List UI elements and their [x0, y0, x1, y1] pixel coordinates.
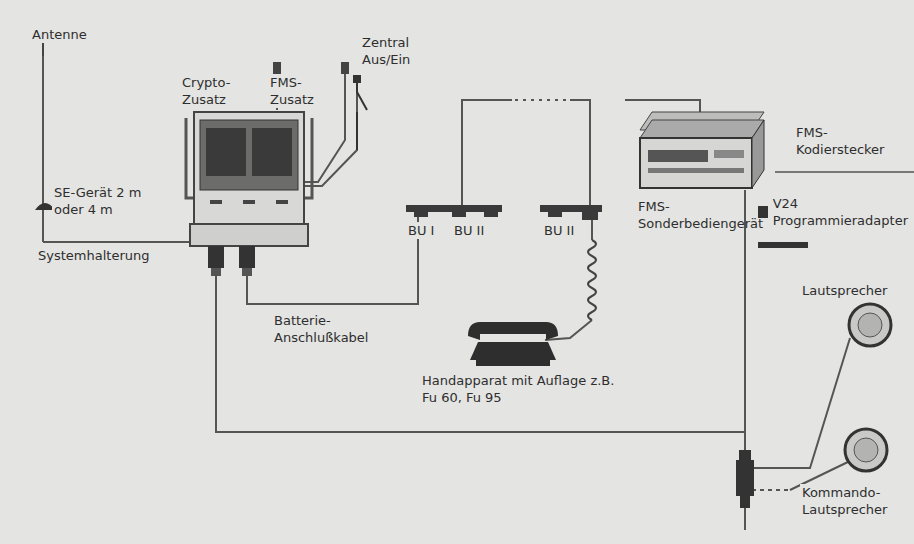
antenna-label: Antenne	[30, 26, 89, 43]
socket-label: BU II	[542, 222, 576, 239]
cable-label: Batterie-Anschlußkabel	[272, 312, 386, 346]
coiled-cord	[588, 240, 596, 320]
part-label: V24 Programmieradapter	[771, 195, 911, 229]
part-label: Kommando-Lautsprecher	[800, 484, 910, 518]
part-label: FMS-Kodierstecker	[794, 124, 910, 158]
part-label: FMS-Zusatz	[268, 74, 328, 108]
part-label: Systemhalterung	[36, 247, 151, 264]
speaker	[845, 304, 891, 471]
part-label: Crypto-Zusatz	[180, 74, 246, 108]
part-label: Handapparat mit Auflage z.B. Fu 60, Fu 9…	[420, 372, 624, 406]
antenna-rod	[42, 42, 44, 56]
switch-label: Zentral Aus/Ein	[360, 34, 434, 68]
socket-label: BU I	[406, 222, 436, 239]
part-label: SE-Gerät 2 m oder 4 m	[52, 184, 152, 218]
switch-symbol	[354, 76, 367, 150]
plug	[273, 62, 281, 74]
wires	[43, 56, 914, 490]
part-label: FMS-Sonderbediengerät	[636, 198, 740, 232]
distribution-plug	[736, 450, 754, 530]
handset	[468, 322, 558, 366]
socket-label: BU II	[452, 222, 486, 239]
part-label: Lautsprecher	[800, 282, 889, 299]
control-unit	[640, 112, 764, 188]
bu-socket	[406, 205, 602, 220]
plug	[341, 62, 349, 74]
radio-device	[186, 112, 312, 276]
